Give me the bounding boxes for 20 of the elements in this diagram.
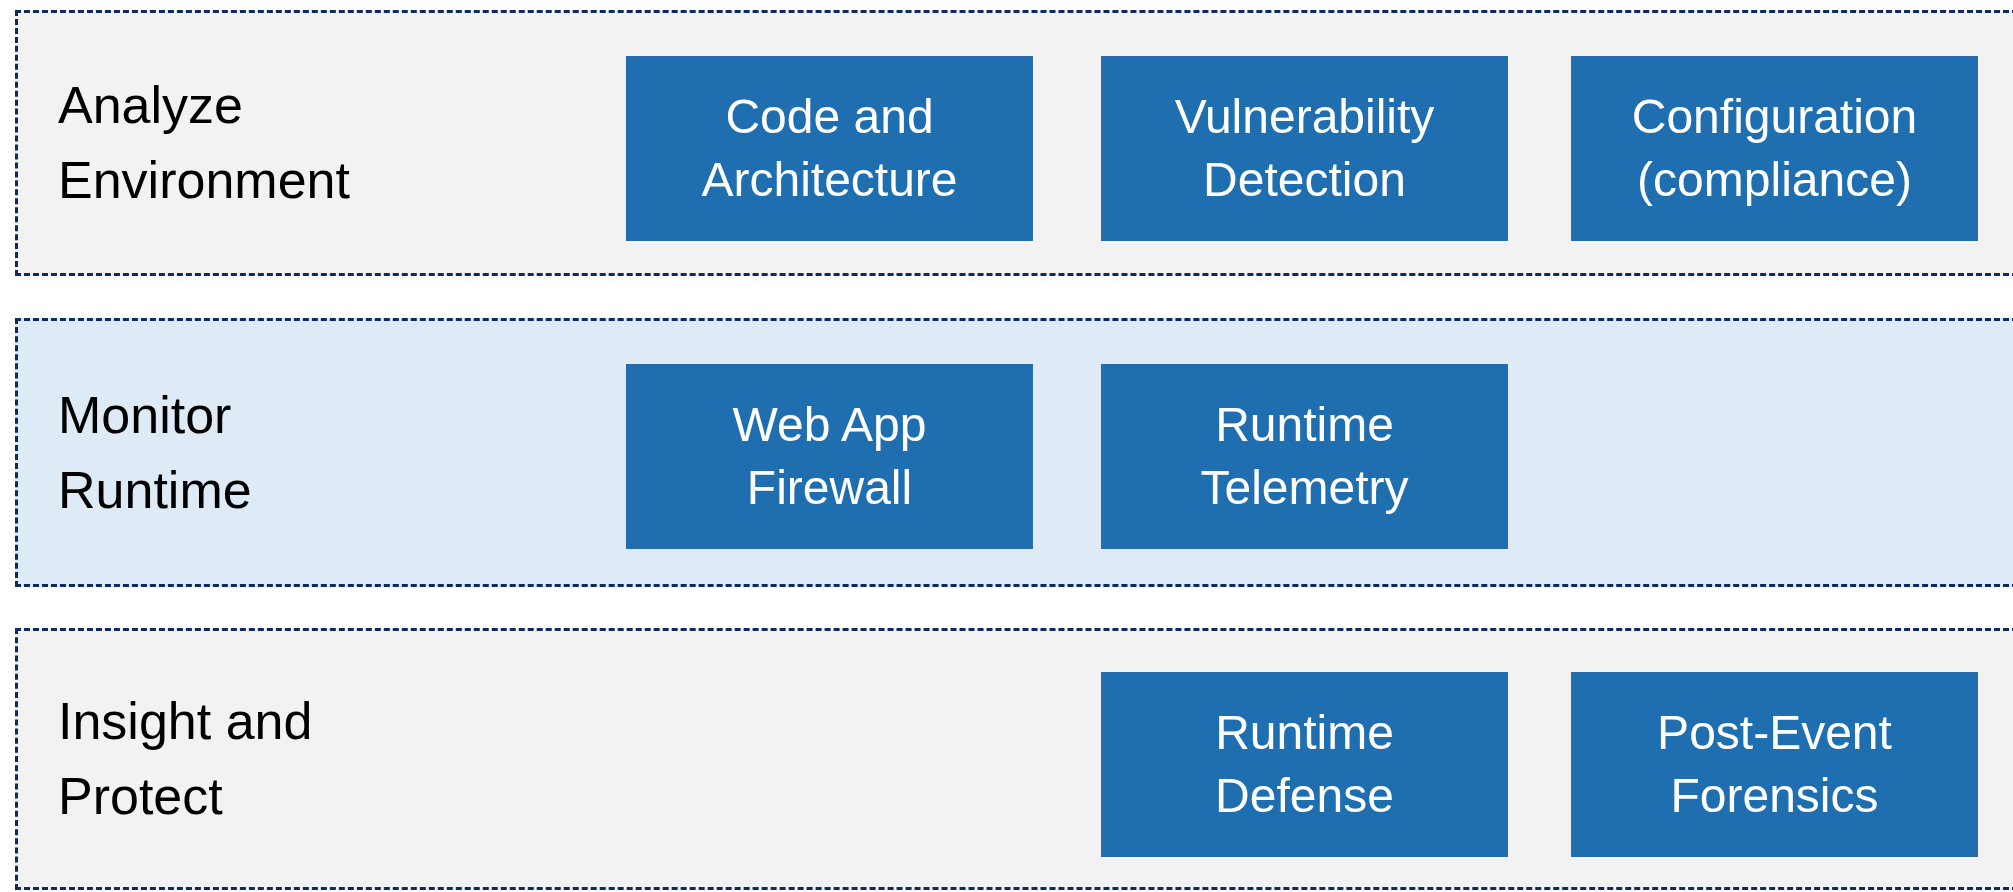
lane-band [15,318,2013,587]
process-box [1101,672,1508,857]
lane-band [15,10,2013,276]
lane-heading: Insight and Protect [58,690,314,827]
box-label: Code and Architecture [700,89,959,208]
process-box [1101,364,1508,549]
process-box [1571,56,1978,241]
lane-band [15,628,2013,890]
lane-heading: Analyze Environment [58,74,351,211]
box-label: Web App Firewall [731,397,928,516]
box-label: Configuration (compliance) [1630,89,1919,208]
box-label: Runtime Defense [1214,705,1395,824]
process-box [1571,672,1978,857]
process-box [1101,56,1508,241]
box-label: Vulnerability Detection [1173,89,1436,208]
box-label: Post-Event Forensics [1656,705,1893,824]
process-box [626,56,1033,241]
box-label: Runtime Telemetry [1199,397,1410,516]
process-box [626,364,1033,549]
lane-heading: Monitor Runtime [58,384,253,521]
